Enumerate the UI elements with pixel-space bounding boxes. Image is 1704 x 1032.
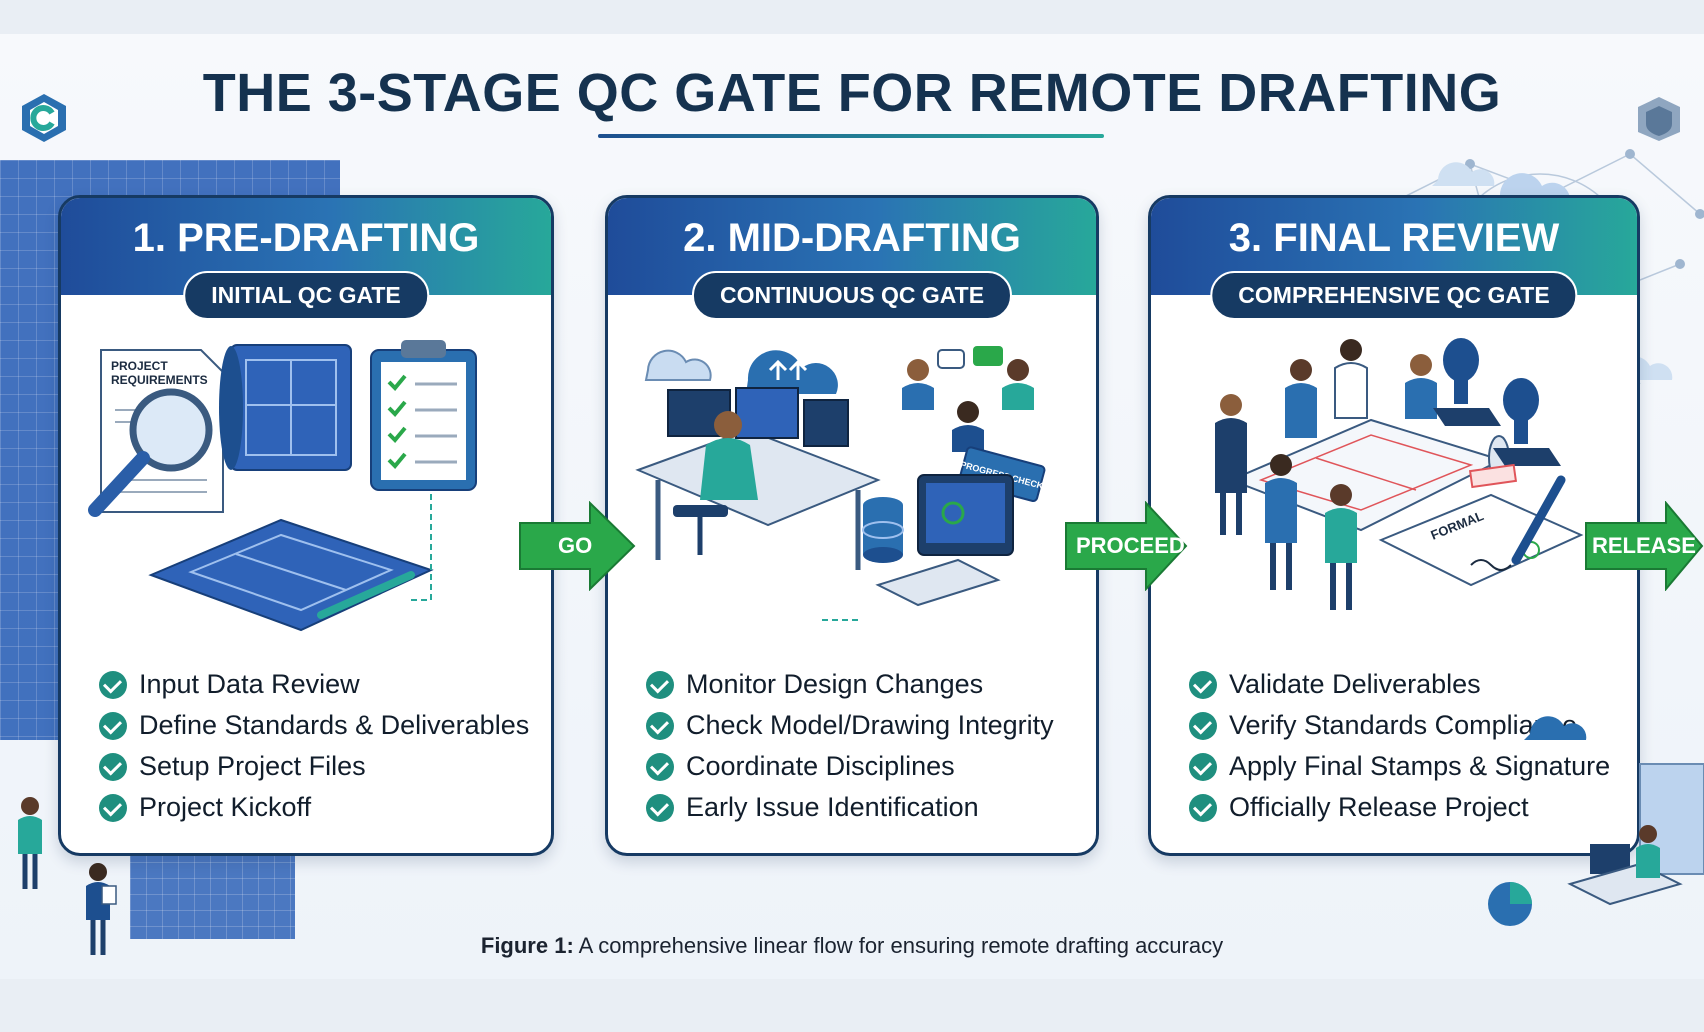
arrow-label: PROCEED — [1076, 533, 1185, 558]
check-circle-icon — [646, 752, 674, 781]
stage-gate-pill: CONTINUOUS QC GATE — [691, 271, 1013, 320]
pre-drafting-illustration: PROJECT REQUIREMENTS — [88, 340, 477, 632]
checklist-item-text: Early Issue Identification — [686, 792, 979, 822]
checklist-item: Input Data Review — [99, 664, 529, 705]
final-review-illustration: FORMAL — [1215, 338, 1584, 610]
check-circle-icon — [1189, 670, 1217, 699]
company-logo — [22, 94, 66, 142]
stage-checklist: Monitor Design Changes Check Model/Drawi… — [646, 664, 1054, 828]
mid-drafting-illustration: PROGRESS CHECK — [635, 346, 1046, 621]
check-circle-icon — [99, 793, 127, 822]
arrow-label: GO — [558, 533, 593, 558]
stage-title: 2. MID-DRAFTING — [683, 216, 1021, 260]
pencil-icon — [317, 571, 415, 619]
check-circle-icon — [646, 793, 674, 822]
checklist-item-text: Setup Project Files — [139, 751, 366, 781]
caption-label: Figure 1: — [480, 933, 574, 958]
arrow-right-icon — [1585, 500, 1704, 592]
checklist-item-text: Apply Final Stamps & Signature — [1229, 751, 1611, 781]
doc-label-line2: REQUIREMENTS — [111, 373, 208, 387]
team-collaboration-icon — [902, 346, 1034, 452]
stage-checklist: Validate Deliverables Verify Standards C… — [1189, 664, 1610, 828]
checklist-item: Coordinate Disciplines — [646, 746, 1054, 787]
checklist-clipboard-icon — [370, 340, 477, 491]
checklist-item: Apply Final Stamps & Signature — [1189, 746, 1610, 787]
check-circle-icon — [1189, 752, 1217, 781]
cloud-upload-icon — [746, 350, 838, 394]
checklist-item-text: Monitor Design Changes — [686, 669, 984, 699]
floor-plan-sheet-icon — [148, 518, 434, 632]
checklist-item-text: Coordinate Disciplines — [686, 751, 955, 781]
presenter-person-icon — [18, 797, 42, 889]
doc-label-line1: PROJECT — [111, 359, 168, 373]
signing-pen-icon — [1511, 475, 1566, 565]
arrow-right-icon — [519, 500, 636, 592]
figure-caption: Figure 1: A comprehensive linear flow fo… — [0, 933, 1704, 959]
computer-monitor-icon — [875, 474, 1014, 607]
magnifier-icon — [88, 388, 213, 517]
go-arrow: GO — [518, 500, 636, 592]
shield-badge-icon — [1638, 97, 1680, 141]
check-circle-icon — [99, 711, 127, 740]
flow-dashed-line — [411, 490, 432, 601]
checklist-item-text: Verify Standards Compliance — [1229, 710, 1578, 740]
checklist-item-text: Define Standards & Deliverables — [139, 710, 530, 740]
caption-text: A comprehensive linear flow for ensuring… — [573, 933, 1224, 958]
checklist-item-text: Project Kickoff — [139, 792, 312, 822]
stage-card-mid-drafting: 2. MID-DRAFTING CONTINUOUS QC GATE — [605, 195, 1099, 856]
approval-stamp-icon — [1433, 338, 1561, 489]
database-icon — [862, 497, 904, 563]
proceed-arrow: PROCEED — [1064, 500, 1188, 592]
check-circle-icon — [99, 670, 127, 699]
arrow-label: RELEASE — [1592, 533, 1696, 558]
page-title: THE 3-STAGE QC GATE FOR REMOTE DRAFTING — [202, 63, 1502, 123]
drafter-person-icon — [673, 411, 758, 555]
checklist-item: Verify Standards Compliance — [1189, 705, 1610, 746]
arrow-right-icon — [1065, 500, 1188, 592]
check-circle-icon — [646, 670, 674, 699]
checklist-item-text: Officially Release Project — [1229, 792, 1529, 822]
reader-person-icon — [86, 863, 117, 955]
release-arrow: RELEASE — [1584, 500, 1704, 592]
stage-checklist: Input Data Review Define Standards & Del… — [99, 664, 529, 828]
workstation-desk-icon — [635, 387, 881, 570]
stage-title: 3. FINAL REVIEW — [1228, 216, 1560, 260]
checklist-item: Early Issue Identification — [646, 787, 1054, 828]
stage-card-final-review: 3. FINAL REVIEW COMPREHENSIVE QC GATE — [1148, 195, 1640, 856]
title-underline — [598, 134, 1104, 138]
stage-title: 1. PRE-DRAFTING — [132, 216, 480, 260]
stage-gate-pill: INITIAL QC GATE — [183, 271, 429, 320]
checklist-item-text: Check Model/Drawing Integrity — [686, 710, 1054, 740]
cloud-icon — [644, 349, 712, 381]
analytics-workstation-icon — [1488, 716, 1704, 926]
checklist-item: Setup Project Files — [99, 746, 529, 787]
check-circle-icon — [1189, 711, 1217, 740]
stage-gate-pill: COMPREHENSIVE QC GATE — [1210, 271, 1578, 320]
check-circle-icon — [99, 752, 127, 781]
reviewer-people-icon — [1215, 339, 1437, 610]
checklist-item: Project Kickoff — [99, 787, 529, 828]
checklist-item-text: Input Data Review — [139, 669, 360, 699]
infographic-canvas: THE 3-STAGE QC GATE FOR REMOTE DRAFTING … — [0, 34, 1704, 979]
checklist-item: Monitor Design Changes — [646, 664, 1054, 705]
checklist-item: Validate Deliverables — [1189, 664, 1610, 705]
checklist-item: Check Model/Drawing Integrity — [646, 705, 1054, 746]
blueprint-roll-icon — [219, 344, 352, 471]
stage-card-pre-drafting: 1. PRE-DRAFTING INITIAL QC GATE PROJECT … — [58, 195, 554, 856]
check-circle-icon — [1189, 793, 1217, 822]
checklist-item: Define Standards & Deliverables — [99, 705, 529, 746]
checklist-item-text: Validate Deliverables — [1229, 669, 1481, 699]
check-circle-icon — [646, 711, 674, 740]
checklist-item: Officially Release Project — [1189, 787, 1610, 828]
formal-signed-document-icon: FORMAL — [1378, 493, 1584, 587]
